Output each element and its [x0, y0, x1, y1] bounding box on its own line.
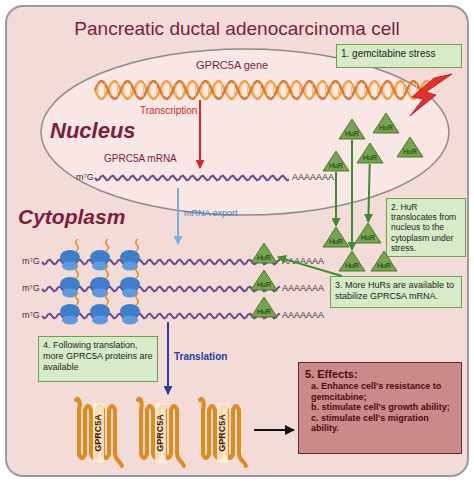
hur-protein: HuR: [322, 150, 350, 172]
protein-name: HuR: [356, 153, 384, 162]
hur-triangle: [251, 297, 277, 317]
diagram-label: AAAAAAA: [282, 283, 324, 294]
hur-triangle: [323, 227, 349, 247]
diagram-label: Cytoplasm: [18, 204, 125, 230]
hur-protein: HuR: [356, 142, 384, 164]
diagram-label: m⁷G: [76, 172, 94, 183]
effects-heading: 5. Effects:: [305, 367, 455, 381]
hur-triangle: [323, 151, 349, 171]
diagram-label: mRNA export: [184, 208, 238, 219]
nucleus-shape: [41, 49, 449, 215]
hur-triangle: [251, 243, 277, 263]
hur-triangle: [371, 251, 397, 271]
diagram-label: Transcription: [140, 104, 197, 117]
diagram-label: GPRC5A mRNA: [104, 152, 177, 165]
step-box: 3. More HuRs are available to stabilize …: [330, 276, 462, 308]
protein-name: HuR: [338, 261, 366, 270]
hur-triangle: [373, 113, 399, 133]
protein-label: GPRC5A: [155, 403, 166, 463]
effects-box: 5. Effects:a. Enhance cell's resistance …: [298, 362, 462, 454]
hur-protein: HuR: [354, 222, 382, 244]
step-text: 4. Following translation, more GPRC5A pr…: [43, 340, 153, 372]
step-text: 2. HuR translocates from nucleus to the …: [391, 202, 461, 253]
step-text: 3. More HuRs are available to stabilize …: [335, 280, 457, 302]
diagram-label: Translation: [174, 350, 227, 363]
diagram-label: AAAAAAA: [292, 172, 334, 183]
hur-protein: HuR: [338, 250, 366, 272]
cell-title: Pancreatic ductal adenocarcinoma cell: [7, 17, 467, 41]
protein-label: GPRC5A: [93, 403, 104, 463]
diagram-label: m⁷G: [22, 283, 40, 294]
effects-item: a. Enhance cell's resistance to gemcitab…: [311, 381, 455, 402]
protein-name: HuR: [372, 123, 400, 132]
effects-item: b. stimulate cell's growth ability;: [311, 402, 455, 413]
step-box: 4. Following translation, more GPRC5A pr…: [38, 336, 158, 382]
step-text: 1. gemcitabine stress: [341, 48, 457, 60]
hur-protein: HuR: [338, 118, 366, 140]
diagram-label: m⁷G: [22, 256, 40, 267]
hur-triangle: [357, 143, 383, 163]
hur-triangle: [339, 251, 365, 271]
compartment-name: Nucleus: [50, 118, 136, 144]
step-box: 2. HuR translocates from nucleus to the …: [386, 198, 466, 257]
hur-protein: HuR: [250, 296, 278, 318]
transcription-arrow: [199, 100, 201, 168]
export-arrow: [177, 188, 179, 244]
protein-name: HuR: [354, 233, 382, 242]
hur-protein: HuR: [370, 250, 398, 272]
translation-arrow: [167, 322, 169, 394]
hur-protein: HuR: [250, 242, 278, 264]
hur-triangle: [355, 223, 381, 243]
protein-name: HuR: [370, 261, 398, 270]
protein-name: HuR: [250, 280, 278, 289]
diagram-label: m⁷G: [22, 310, 40, 321]
effects-item: c. stimulate cell's migration ability.: [311, 413, 455, 434]
hur-triangle: [251, 270, 277, 290]
hur-triangle: [339, 119, 365, 139]
protein-name: HuR: [250, 253, 278, 262]
effects-arrow: [254, 429, 294, 431]
protein-name: HuR: [338, 129, 366, 138]
diagram-label: GPRC5A gene: [196, 58, 268, 72]
hur-protein: HuR: [322, 226, 350, 248]
hur-triangle: [397, 137, 423, 157]
hur-protein: HuR: [372, 112, 400, 134]
protein-name: HuR: [322, 161, 350, 170]
protein-label: GPRC5A: [217, 403, 228, 463]
step-box: 1. gemcitabine stress: [336, 44, 462, 68]
hur-protein: HuR: [396, 136, 424, 158]
protein-name: HuR: [250, 307, 278, 316]
protein-name: HuR: [322, 237, 350, 246]
hur-protein: HuR: [250, 269, 278, 291]
diagram-label: AAAAAAA: [282, 310, 324, 321]
nucleus-ellipse: NucleusHuRHuRHuRHuRHuR: [40, 48, 450, 216]
protein-name: HuR: [396, 147, 424, 156]
diagram-label: AAAAAAA: [282, 256, 324, 267]
